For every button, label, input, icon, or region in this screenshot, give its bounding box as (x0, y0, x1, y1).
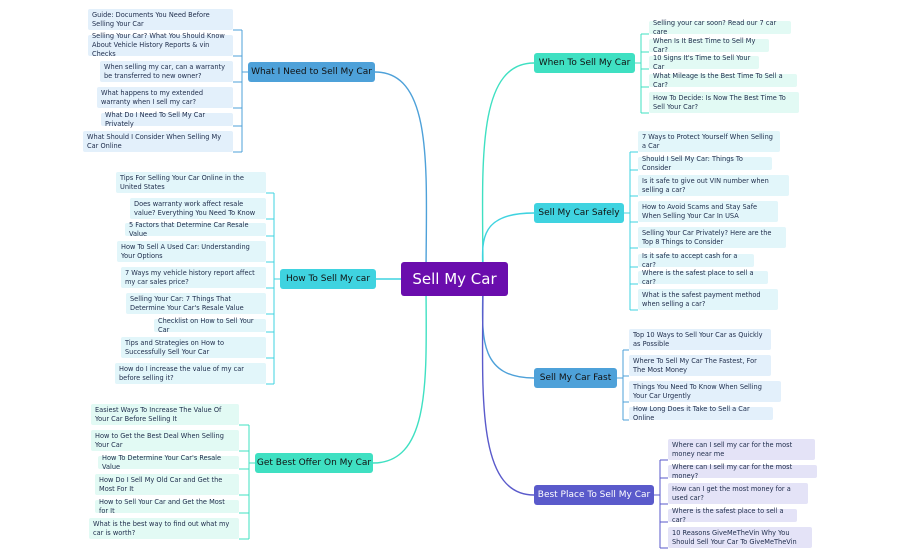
leaf-how-9[interactable]: How do I increase the value of my car be… (115, 363, 266, 384)
branch-sell-fast[interactable]: Sell My Car Fast (534, 368, 617, 388)
leaf-safely-4[interactable]: How to Avoid Scams and Stay Safe When Se… (638, 201, 778, 222)
leaf-how-6[interactable]: Selling Your Car: 7 Things That Determin… (126, 293, 266, 314)
leaf-when-2[interactable]: When Is It Best Time to Sell My Car? (649, 37, 769, 54)
branch-how-to-sell[interactable]: How To Sell My car (280, 269, 376, 289)
connector-place (481, 278, 535, 496)
leaf-offer-1[interactable]: Easiest Ways To Increase The Value Of Yo… (91, 404, 239, 425)
leaf-need-3[interactable]: When selling my car, can a warranty be t… (100, 61, 233, 82)
branch-best-place[interactable]: Best Place To Sell My Car (534, 485, 654, 505)
leaf-offer-6[interactable]: What is the best way to find out what my… (89, 518, 239, 539)
leaf-place-4[interactable]: Where is the safest place to sell a car? (668, 507, 797, 524)
leaf-safely-7[interactable]: Where is the safest place to sell a car? (638, 269, 768, 286)
leaf-safely-5[interactable]: Selling Your Car Privately? Here are the… (638, 227, 786, 248)
leaf-need-6[interactable]: What Should I Consider When Selling My C… (83, 131, 233, 152)
leaf-need-2[interactable]: Selling Your Car? What You Should Know A… (88, 32, 233, 58)
leaf-need-1[interactable]: Guide: Documents You Need Before Selling… (88, 9, 233, 30)
leaf-how-3[interactable]: 5 Factors that Determine Car Resale Valu… (125, 221, 266, 238)
branch-when-to-sell[interactable]: When To Sell My Car (534, 53, 635, 73)
leaf-fast-1[interactable]: Top 10 Ways to Sell Your Car as Quickly … (629, 329, 771, 350)
leaf-offer-4[interactable]: How Do I Sell My Old Car and Get the Mos… (95, 474, 239, 495)
branch-sell-safely[interactable]: Sell My Car Safely (534, 203, 624, 223)
leaf-how-5[interactable]: 7 Ways my vehicle history report affect … (121, 267, 266, 288)
leaf-how-8[interactable]: Tips and Strategies on How to Successful… (121, 337, 266, 358)
leaf-how-1[interactable]: Tips For Selling Your Car Online in the … (116, 172, 266, 193)
branch-what-i-need[interactable]: What I Need to Sell My Car (248, 62, 375, 82)
leaf-place-3[interactable]: How can I get the most money for a used … (668, 483, 808, 504)
leaf-fast-4[interactable]: How Long Does it Take to Sell a Car Onli… (629, 405, 773, 422)
leaf-place-1[interactable]: Where can I sell my car for the most mon… (668, 439, 815, 460)
leaf-offer-2[interactable]: How to Get the Best Deal When Selling Yo… (91, 430, 239, 451)
branch-get-best-offer[interactable]: Get Best Offer On My Car (255, 453, 373, 473)
central-topic[interactable]: Sell My Car (401, 262, 508, 296)
leaf-when-5[interactable]: How To Decide: Is Now The Best Time To S… (649, 92, 799, 113)
leaf-how-4[interactable]: How To Sell A Used Car: Understanding Yo… (117, 241, 266, 262)
connector-when (481, 62, 535, 280)
leaf-safely-2[interactable]: Should I Sell My Car: Things To Consider (638, 155, 772, 172)
leaf-place-5[interactable]: 10 Reasons GiveMeTheVin Why You Should S… (668, 527, 812, 548)
leaf-need-5[interactable]: What Do I Need To Sell My Car Privately (101, 111, 233, 128)
leaf-fast-3[interactable]: Things You Need To Know When Selling You… (629, 381, 781, 402)
leaf-offer-5[interactable]: How to Sell Your Car and Get the Most fo… (95, 498, 239, 515)
connector-need (374, 71, 428, 280)
leaf-offer-3[interactable]: How To Determine Your Car's Resale Value (98, 454, 239, 471)
leaf-when-4[interactable]: What Mileage Is the Best Time To Sell a … (649, 72, 797, 89)
leaf-fast-2[interactable]: Where To Sell My Car The Fastest, For Th… (629, 355, 771, 376)
leaf-need-4[interactable]: What happens to my extended warranty whe… (97, 87, 233, 108)
leaf-safely-6[interactable]: Is it safe to accept cash for a car? (638, 252, 754, 269)
leaf-safely-8[interactable]: What is the safest payment method when s… (638, 289, 778, 310)
leaf-safely-1[interactable]: 7 Ways to Protect Yourself When Selling … (638, 131, 780, 152)
connector-offer (372, 278, 427, 464)
leaf-place-2[interactable]: Where can I sell my car for the most mon… (668, 463, 817, 480)
leaf-when-1[interactable]: Selling your car soon? Read our 7 car ca… (649, 19, 791, 36)
leaf-how-2[interactable]: Does warranty work affect resale value? … (130, 198, 266, 219)
leaf-how-7[interactable]: Checklist on How to Sell Your Car (154, 317, 266, 334)
leaf-when-3[interactable]: 10 Signs It's Time to Sell Your Car (649, 54, 759, 71)
leaf-safely-3[interactable]: Is it safe to give out VIN number when s… (638, 175, 789, 196)
